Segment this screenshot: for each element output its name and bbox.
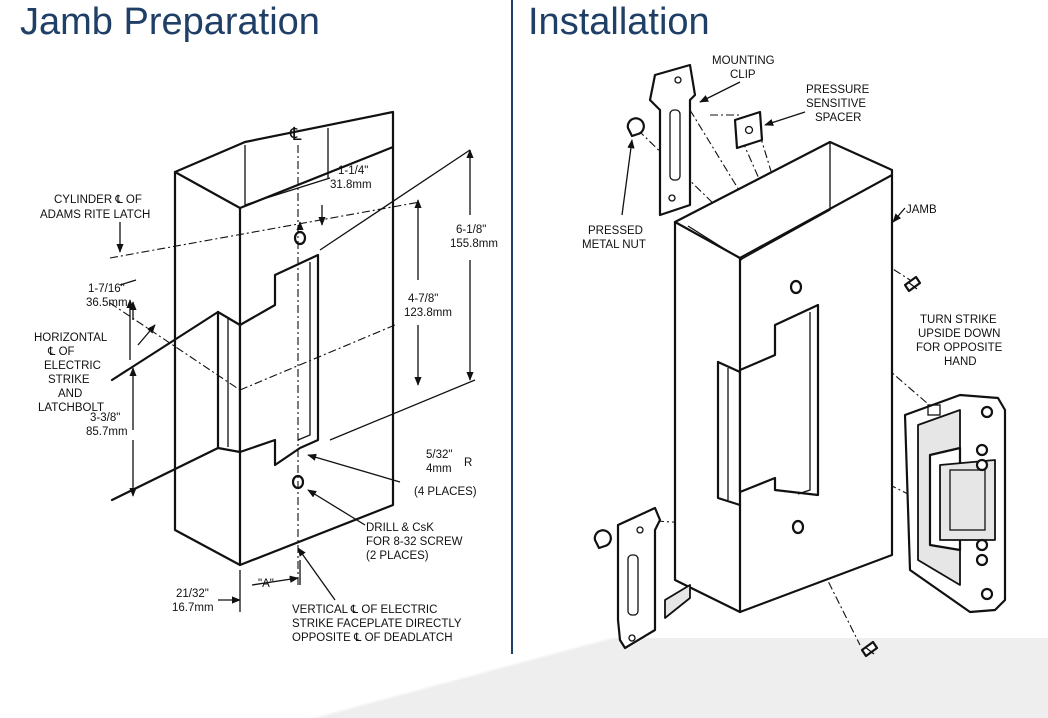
jamb-preparation-title: Jamb Preparation bbox=[20, 1, 320, 43]
label-horizontal-5: AND bbox=[58, 388, 82, 400]
screw-hole-top bbox=[293, 230, 307, 246]
electric-strike bbox=[903, 393, 1007, 614]
label-vertical-2: STRIKE FACEPLATE DIRECTLY bbox=[292, 618, 462, 630]
installation-drawing: MOUNTING CLIP PRESSURE SENSITIVE SPACER … bbox=[582, 55, 1007, 658]
screw-bottom-icon bbox=[860, 640, 879, 658]
label-dim-4-7-8: 4-7/8" bbox=[408, 293, 438, 305]
label-dim-5-32: 5/32" bbox=[426, 449, 452, 461]
label-horizontal-6: LATCHBOLT bbox=[38, 402, 104, 414]
label-vertical-1: VERTICAL ℄ OF ELECTRIC bbox=[292, 604, 437, 616]
label-vertical-3: OPPOSITE ℄ OF DEADLATCH bbox=[292, 632, 453, 644]
pressure-spacer bbox=[733, 110, 764, 150]
label-pressed-1: PRESSED bbox=[588, 225, 643, 237]
label-dim-6-1-8-mm: 155.8mm bbox=[450, 238, 498, 250]
label-horizontal-4: STRIKE bbox=[48, 374, 90, 386]
label-dim-3-3-8: 3-3/8" bbox=[90, 412, 120, 424]
leader-arrows bbox=[621, 81, 906, 223]
label-turn-2: UPSIDE DOWN bbox=[918, 328, 1000, 340]
pressed-metal-nut-top bbox=[626, 117, 645, 138]
label-pressure-2: SENSITIVE bbox=[806, 98, 866, 110]
centerline-symbol: ℄ bbox=[289, 124, 302, 144]
label-mounting-1: MOUNTING bbox=[712, 55, 775, 67]
label-horizontal-1: HORIZONTAL bbox=[34, 332, 108, 344]
label-drill-2: FOR 8-32 SCREW bbox=[366, 536, 463, 548]
label-radius: R bbox=[464, 457, 472, 469]
dimension-lines bbox=[110, 149, 476, 612]
label-dim-4-7-8-mm: 123.8mm bbox=[404, 307, 452, 319]
label-dim-21-32-mm: 16.7mm bbox=[172, 602, 214, 614]
mounting-clip-bottom bbox=[593, 506, 691, 650]
pressed-metal-nut-bottom bbox=[593, 529, 612, 550]
label-cylinder-cl-2: ADAMS RITE LATCH bbox=[40, 209, 150, 221]
section-divider bbox=[511, 0, 513, 654]
label-dim-1-7-16: 1-7/16" bbox=[88, 283, 125, 295]
label-dim-3-3-8-mm: 85.7mm bbox=[86, 426, 128, 438]
installation-labels: MOUNTING CLIP PRESSURE SENSITIVE SPACER … bbox=[582, 55, 1003, 368]
installation-title: Installation bbox=[528, 1, 710, 43]
label-jamb: JAMB bbox=[906, 204, 937, 216]
installation-jamb bbox=[673, 140, 894, 614]
label-pressed-2: METAL NUT bbox=[582, 239, 646, 251]
screws bbox=[860, 275, 922, 658]
label-horizontal-3: ELECTRIC bbox=[44, 360, 101, 372]
label-turn-1: TURN STRIKE bbox=[920, 314, 997, 326]
label-dim-21-32: 21/32" bbox=[176, 588, 209, 600]
screw-top-icon bbox=[903, 275, 922, 293]
label-dim-1-1-4-mm: 31.8mm bbox=[330, 179, 372, 191]
label-turn-3: FOR OPPOSITE bbox=[916, 342, 1003, 354]
label-dim-a: "A" bbox=[258, 578, 274, 590]
label-dim-1-7-16-mm: 36.5mm bbox=[86, 297, 128, 309]
label-dim-6-1-8: 6-1/8" bbox=[456, 224, 486, 236]
jamb-hole-bottom bbox=[791, 519, 805, 535]
label-dim-1-1-4: 1-1/4" bbox=[338, 165, 368, 177]
label-four-places: (4 PLACES) bbox=[414, 486, 477, 498]
label-pressure-1: PRESSURE bbox=[806, 84, 870, 96]
label-pressure-3: SPACER bbox=[815, 112, 861, 124]
jamb-preparation-drawing: ℄ CYLINDER ℄ OF ADAMS RITE LATCH 1-7/16"… bbox=[34, 110, 498, 644]
jamb-preparation-labels: CYLINDER ℄ OF ADAMS RITE LATCH 1-7/16" 3… bbox=[34, 165, 498, 644]
label-dim-5-32-mm: 4mm bbox=[426, 463, 452, 475]
label-drill-3: (2 PLACES) bbox=[366, 550, 429, 562]
label-turn-4: HAND bbox=[944, 356, 977, 368]
label-cylinder-cl-1: CYLINDER ℄ OF bbox=[54, 194, 142, 206]
label-mounting-2: CLIP bbox=[730, 69, 756, 81]
centerlines bbox=[109, 145, 421, 585]
label-horizontal-2: ℄ OF bbox=[47, 346, 75, 358]
label-drill-1: DRILL & CsK bbox=[366, 522, 434, 534]
jamb-hole-top bbox=[789, 279, 803, 295]
mounting-clip-top bbox=[648, 63, 697, 217]
